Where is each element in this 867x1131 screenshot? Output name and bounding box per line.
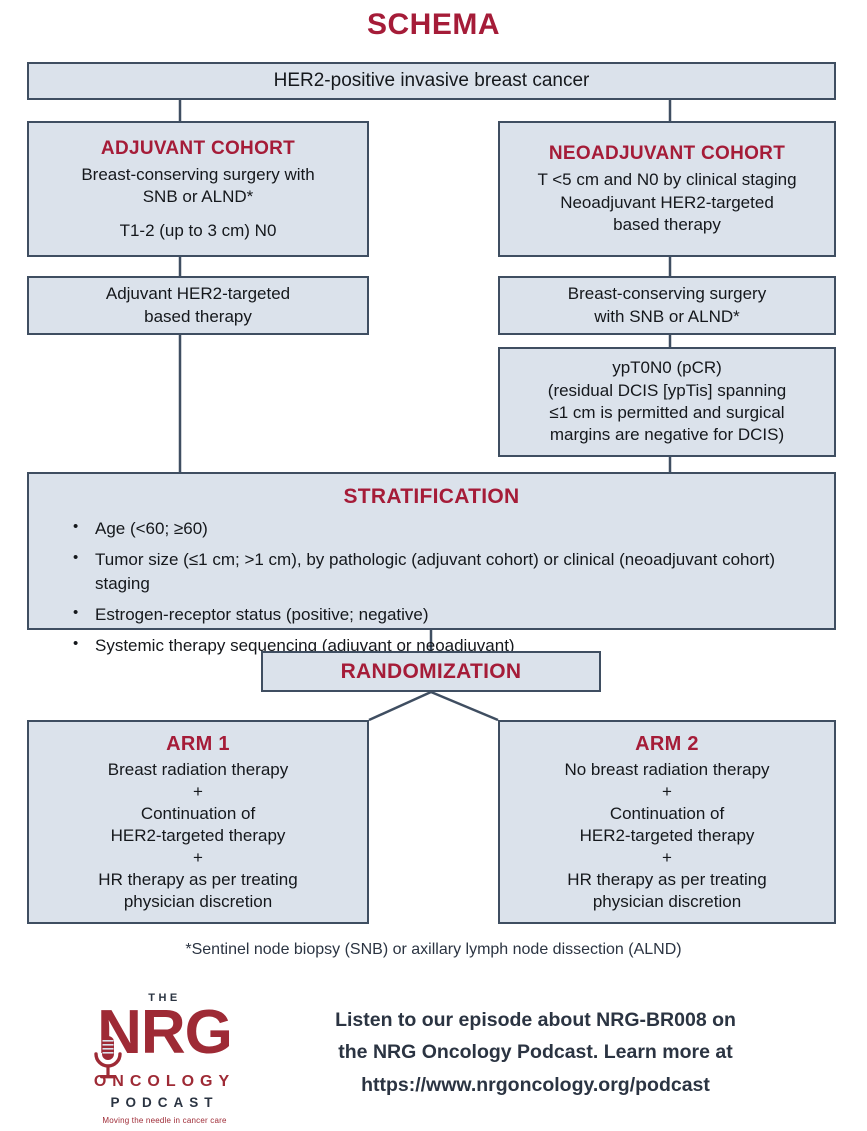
logo-the-text: THE <box>148 992 181 1004</box>
node-arm-1: ARM 1 Breast radiation therapy + Continu… <box>27 720 369 924</box>
arm-2-line-3: HER2-targeted therapy <box>579 825 755 845</box>
adjuvant-therapy-line-2: based therapy <box>144 306 252 326</box>
stratification-item: Tumor size (≤1 cm; >1 cm), by pathologic… <box>73 547 810 596</box>
stratification-item: Age (<60; ≥60) <box>73 516 810 541</box>
node-neoadjuvant-surgery: Breast-conserving surgery with SNB or AL… <box>498 276 836 335</box>
node-pcr-criteria: ypT0N0 (pCR) (residual DCIS [ypTis] span… <box>498 347 836 457</box>
neoadjuvant-surgery-line-2: with SNB or ALND* <box>594 306 740 326</box>
pcr-line-4: margins are negative for DCIS) <box>549 425 785 445</box>
node-randomization: RANDOMIZATION <box>261 651 601 692</box>
promo-line-2: the NRG Oncology Podcast. Learn more at <box>338 1041 733 1064</box>
arm-2-line-1: No breast radiation therapy <box>564 759 770 779</box>
arm-2-plus-2: + <box>662 848 672 868</box>
stratification-item: Systemic therapy sequencing (adjuvant or… <box>73 633 810 658</box>
nrg-podcast-logo: THE NRG ONCOLOGY PODCAST Moving the need… <box>67 990 263 1131</box>
node-arm-2: ARM 2 No breast radiation therapy + Cont… <box>498 720 836 924</box>
promo-line-1: Listen to our episode about NRG-BR008 on <box>335 1009 736 1031</box>
population-label: HER2-positive invasive breast cancer <box>273 70 590 92</box>
node-population: HER2-positive invasive breast cancer <box>27 62 836 100</box>
footnote: *Sentinel node biopsy (SNB) or axillary … <box>185 941 682 958</box>
node-adjuvant-cohort: ADJUVANT COHORT Breast-conserving surger… <box>27 121 369 257</box>
connector-randomization-to-arm-2 <box>430 690 499 722</box>
arm-1-line-1: Breast radiation therapy <box>107 759 289 779</box>
logo-tagline: Moving the needle in cancer care <box>102 1116 227 1125</box>
logo-podcast-text: PODCAST <box>110 1095 219 1110</box>
arm-2-plus-1: + <box>662 781 672 801</box>
arm-1-line-5: physician discretion <box>123 892 273 912</box>
arm-2-line-5: physician discretion <box>592 892 742 912</box>
stratification-header: STRATIFICATION <box>343 485 520 508</box>
neoadjuvant-cohort-header: NEOADJUVANT COHORT <box>548 143 786 165</box>
neoadjuvant-cohort-line-3: based therapy <box>613 215 721 235</box>
arm-2-line-2: Continuation of <box>609 803 725 823</box>
adjuvant-cohort-header: ADJUVANT COHORT <box>100 137 296 159</box>
pcr-line-2: (residual DCIS [ypTis] spanning <box>547 380 787 400</box>
arm-1-plus-1: + <box>193 781 203 801</box>
arm-2-header: ARM 2 <box>635 732 699 755</box>
pcr-line-1: ypT0N0 (pCR) <box>612 358 722 378</box>
arm-1-header: ARM 1 <box>166 732 230 755</box>
node-neoadjuvant-cohort: NEOADJUVANT COHORT T <5 cm and N0 by cli… <box>498 121 836 257</box>
arm-1-line-4: HR therapy as per treating <box>98 870 298 890</box>
microphone-icon <box>93 1036 122 1079</box>
podcast-promo-text: Listen to our episode about NRG-BR008 on… <box>271 990 801 1101</box>
neoadjuvant-cohort-line-2: Neoadjuvant HER2-targeted <box>560 192 774 212</box>
podcast-promo: THE NRG ONCOLOGY PODCAST Moving the need… <box>0 990 867 1131</box>
adjuvant-cohort-line-2: SNB or ALND* <box>142 187 254 207</box>
neoadjuvant-cohort-line-1: T <5 cm and N0 by clinical staging <box>537 170 797 190</box>
adjuvant-cohort-line-3: T1-2 (up to 3 cm) N0 <box>119 220 277 240</box>
neoadjuvant-surgery-line-1: Breast-conserving surgery <box>567 284 767 304</box>
promo-url[interactable]: https://www.nrgoncology.org/podcast <box>361 1073 710 1096</box>
randomization-header: RANDOMIZATION <box>340 659 522 683</box>
stratification-item: Estrogen-receptor status (positive; nega… <box>73 602 810 627</box>
node-stratification: STRATIFICATION Age (<60; ≥60) Tumor size… <box>27 472 836 655</box>
arm-1-line-2: Continuation of <box>140 803 256 823</box>
arm-1-line-3: HER2-targeted therapy <box>110 825 286 845</box>
node-adjuvant-therapy: Adjuvant HER2-targeted based therapy <box>27 276 369 335</box>
adjuvant-therapy-line-1: Adjuvant HER2-targeted <box>105 284 291 304</box>
logo-oncology-text: ONCOLOGY <box>93 1073 236 1090</box>
pcr-line-3: ≤1 cm is permitted and surgical <box>549 403 785 422</box>
adjuvant-cohort-line-1: Breast-conserving surgery with <box>81 164 315 184</box>
page-title: SCHEMA <box>366 8 500 41</box>
connector-randomization-to-arm-1 <box>368 690 432 722</box>
arm-1-plus-2: + <box>193 848 203 868</box>
stratification-list: Age (<60; ≥60) Tumor size (≤1 cm; >1 cm)… <box>43 516 820 666</box>
arm-2-line-4: HR therapy as per treating <box>567 870 767 890</box>
